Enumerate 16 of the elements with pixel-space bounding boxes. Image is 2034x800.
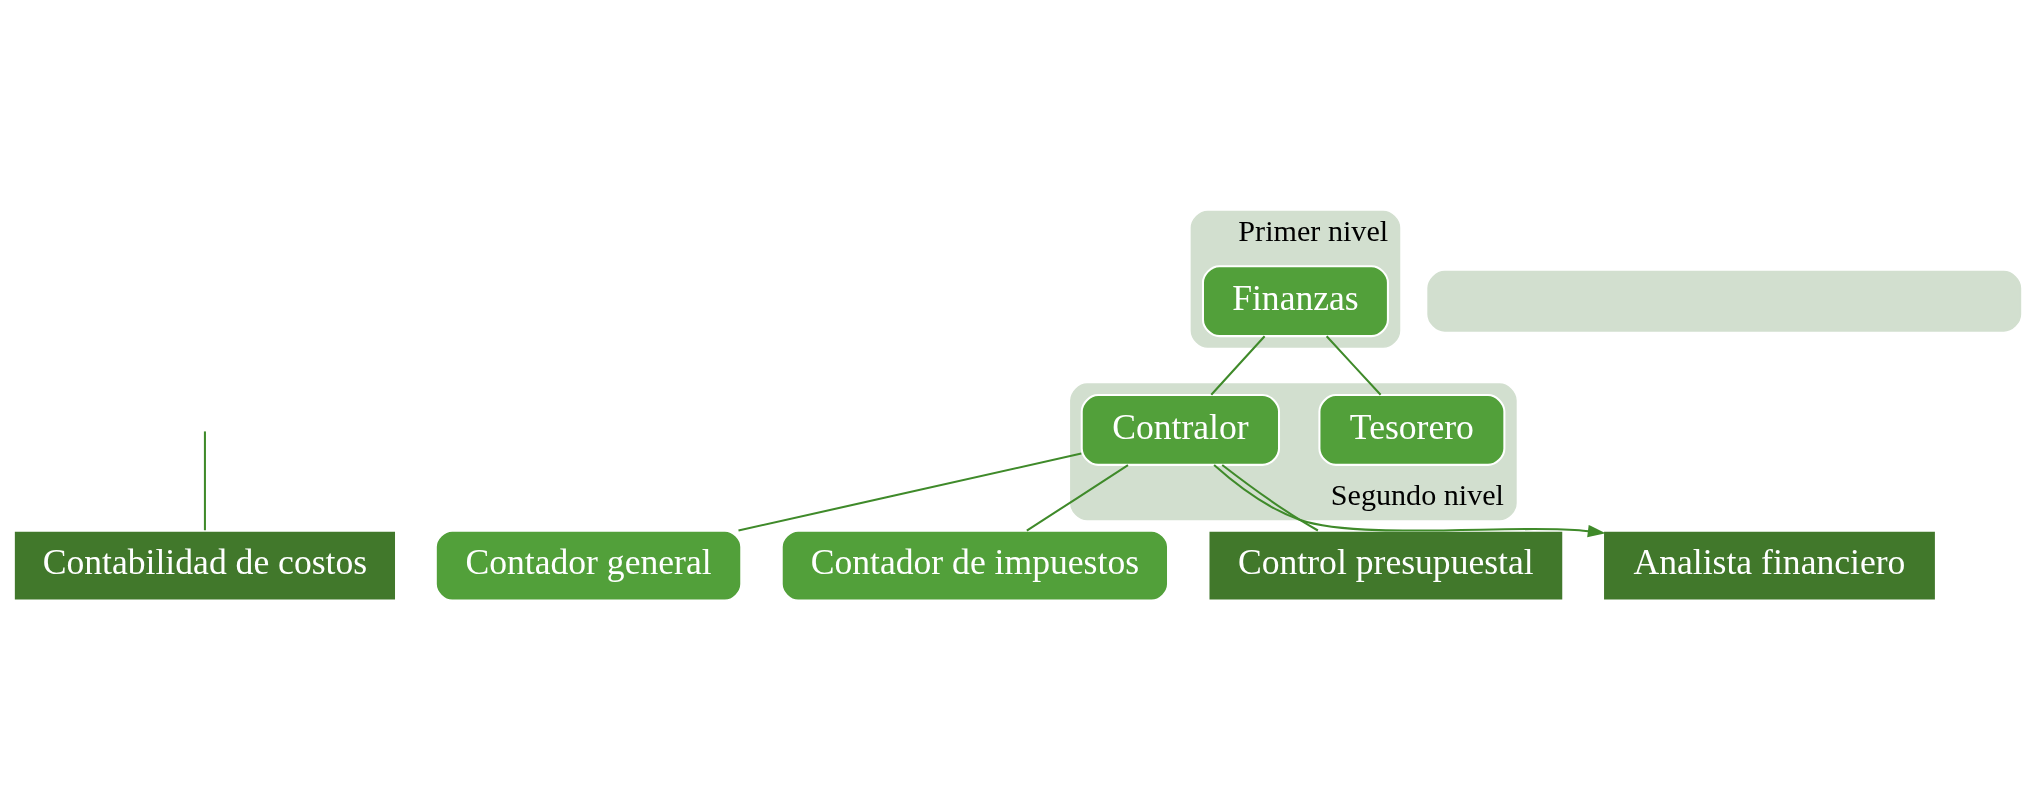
connector (203, 430, 206, 530)
node-box: Control presupuestal (1207, 529, 1565, 602)
connector (738, 452, 1082, 532)
node-box: Analista financiero (1602, 529, 1937, 602)
node-box: Contralor (1080, 393, 1281, 466)
arrow (1213, 463, 1606, 537)
connector (1325, 335, 1382, 395)
node-box: Tesorero (1318, 393, 1506, 466)
connector (1026, 463, 1129, 531)
connector (1221, 463, 1319, 531)
node-box: Contador de impuestos (780, 529, 1170, 602)
node-box: Finanzas (1201, 264, 1389, 337)
node-box (1427, 270, 2022, 332)
node-box: Contabilidad de costos (12, 529, 398, 602)
connector (1210, 335, 1266, 395)
node-box: Contador general (434, 529, 743, 602)
